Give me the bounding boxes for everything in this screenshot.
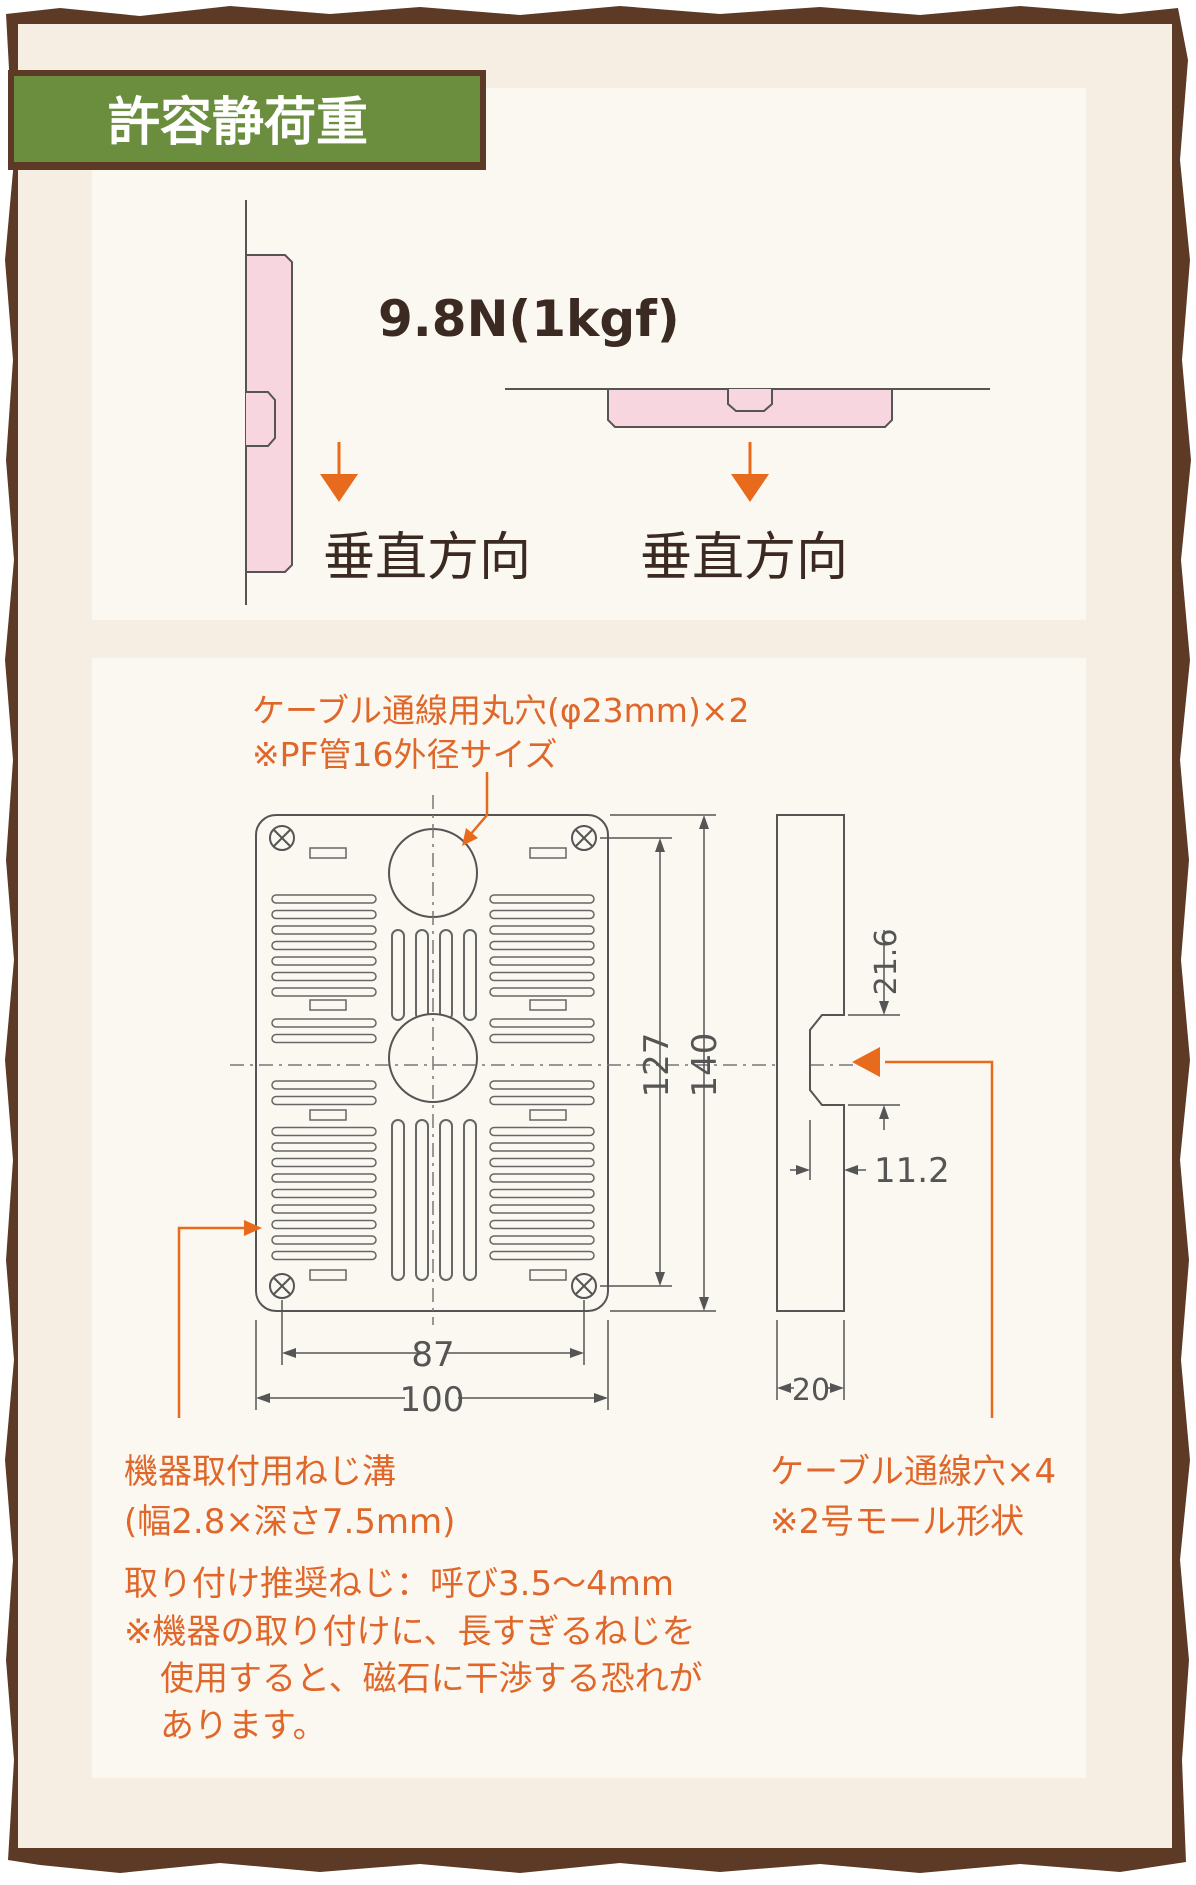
dim-127: 127 bbox=[637, 1033, 677, 1098]
leader-screw-groove bbox=[177, 1220, 262, 1418]
screw-hole-top-left bbox=[269, 825, 295, 851]
vent-slot bbox=[271, 894, 377, 904]
mount-side-view bbox=[776, 814, 845, 1312]
vent-slot bbox=[489, 1219, 595, 1230]
recommended-screw-note: 取り付け推奨ねじ：呼び3.5～4mm bbox=[124, 1564, 674, 1604]
screw-groove-note-line1: 機器取付用ねじ溝 bbox=[124, 1452, 396, 1492]
dim-140: 140 bbox=[685, 1033, 725, 1098]
vent-slot bbox=[489, 1033, 595, 1044]
vent-slot bbox=[271, 909, 377, 920]
cable-slot-marker bbox=[529, 1109, 567, 1121]
cable-hole-note-line2: ※PF管16外径サイズ bbox=[252, 735, 558, 774]
down-arrow-left bbox=[320, 442, 358, 502]
screw-hole-bottom-right bbox=[571, 1273, 597, 1299]
vent-slot bbox=[489, 1173, 595, 1183]
vent-slot bbox=[271, 971, 377, 982]
vent-slot bbox=[271, 1188, 377, 1199]
vent-slot bbox=[271, 1173, 377, 1183]
title-text: 許容静荷重 bbox=[108, 93, 368, 153]
dim-100: 100 bbox=[400, 1380, 465, 1420]
vent-slot bbox=[489, 1095, 595, 1106]
vent-slot bbox=[271, 1126, 377, 1137]
vent-slot bbox=[489, 1126, 595, 1137]
vent-slot bbox=[489, 1142, 595, 1152]
cable-slot-marker bbox=[309, 1109, 347, 1121]
vent-slot bbox=[271, 1157, 377, 1168]
vent-slot bbox=[271, 1250, 377, 1261]
vent-slot bbox=[271, 1204, 377, 1214]
cable-slot-marker bbox=[529, 999, 567, 1011]
vent-slot bbox=[271, 1033, 377, 1044]
dimension-arrowheads bbox=[256, 815, 889, 1403]
ventilation-slots bbox=[271, 847, 595, 1281]
vent-slot bbox=[271, 925, 377, 935]
cable-slot-marker bbox=[529, 1269, 567, 1281]
down-arrow-right bbox=[731, 442, 769, 502]
vent-slot bbox=[489, 987, 595, 997]
vent-slot bbox=[489, 1188, 595, 1199]
vent-slot bbox=[489, 956, 595, 966]
vent-slot bbox=[271, 987, 377, 997]
center-channels bbox=[391, 929, 477, 1281]
dim-11-2: 11.2 bbox=[874, 1151, 950, 1191]
vent-slot bbox=[489, 1204, 595, 1214]
vent-slot bbox=[489, 971, 595, 982]
center-lines bbox=[230, 795, 870, 1325]
mount-side-notch bbox=[246, 391, 276, 447]
mount-top-notch bbox=[727, 389, 773, 412]
vent-slot bbox=[489, 1250, 595, 1261]
vent-slot bbox=[489, 1157, 595, 1168]
vent-slot bbox=[489, 1018, 595, 1028]
vent-slot bbox=[271, 956, 377, 966]
leader-cable-slot bbox=[852, 1047, 994, 1418]
vent-slot bbox=[271, 1080, 377, 1090]
vent-slot bbox=[271, 1142, 377, 1152]
cable-slot-marker bbox=[309, 999, 347, 1011]
cable-slot-marker bbox=[309, 847, 347, 859]
cable-slot-note-line1: ケーブル通線穴×4 bbox=[770, 1452, 1056, 1492]
dim-20: 20 bbox=[792, 1373, 830, 1408]
cable-hole-note-line1: ケーブル通線用丸穴(φ23mm)×2 bbox=[252, 691, 749, 730]
dim-87: 87 bbox=[411, 1335, 454, 1375]
warning-note-line3: あります。 bbox=[160, 1706, 327, 1746]
vent-slot bbox=[271, 1095, 377, 1106]
vent-slot bbox=[271, 940, 377, 951]
vent-slot bbox=[489, 925, 595, 935]
screw-hole-bottom-left bbox=[269, 1273, 295, 1299]
cable-slot-marker bbox=[309, 1269, 347, 1281]
warning-note-line2: 使用すると、磁石に干渉する恐れが bbox=[160, 1659, 703, 1699]
title-banner-inner bbox=[14, 76, 480, 162]
load-value: 9.8N(1kgf) bbox=[378, 290, 680, 348]
cable-slot-note-line2: ※2号モール形状 bbox=[770, 1502, 1024, 1542]
vent-slot bbox=[489, 1235, 595, 1245]
vent-slot bbox=[271, 1235, 377, 1245]
warning-note-line1: ※機器の取り付けに、長すぎるねじを bbox=[124, 1612, 695, 1652]
direction-label-left: 垂直方向 bbox=[323, 528, 531, 588]
vent-slot bbox=[271, 1018, 377, 1028]
dim-21-6: 21.6 bbox=[869, 929, 904, 996]
vent-slot bbox=[489, 1080, 595, 1090]
direction-label-right: 垂直方向 bbox=[640, 528, 848, 588]
vent-slot bbox=[489, 940, 595, 951]
screw-groove-note-line2: (幅2.8×深さ7.5mm) bbox=[124, 1502, 455, 1542]
cable-slot-marker bbox=[529, 847, 567, 859]
screw-hole-top-right bbox=[571, 825, 597, 851]
vent-slot bbox=[489, 909, 595, 920]
leader-cable-hole bbox=[462, 772, 489, 846]
vent-slot bbox=[489, 894, 595, 904]
vent-slot bbox=[271, 1219, 377, 1230]
